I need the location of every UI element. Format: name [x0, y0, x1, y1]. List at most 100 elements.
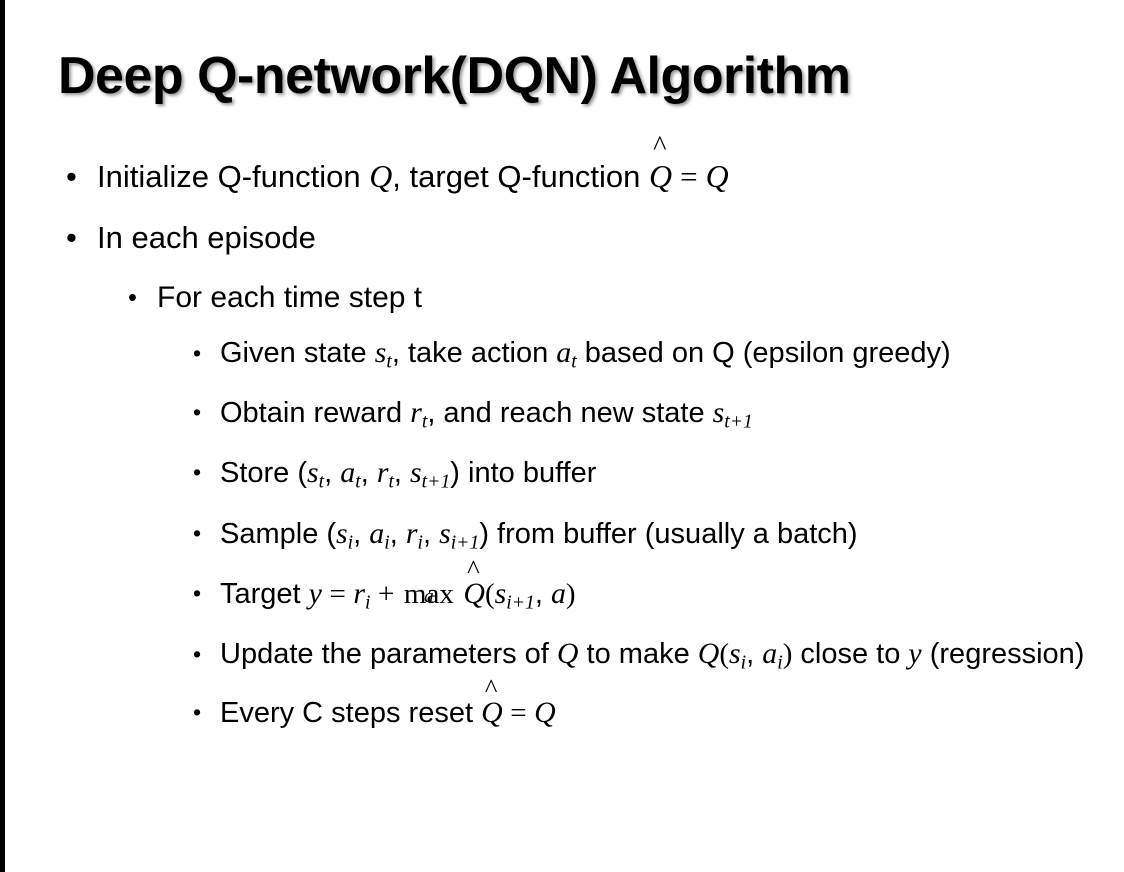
- math-var-a: a: [556, 336, 572, 369]
- math-sub-t: t: [421, 410, 428, 433]
- slide-body: • Initialize Q-function Q, target Q-func…: [0, 133, 1124, 739]
- bullet-dot-icon: •: [128, 284, 137, 312]
- math-sub-t: t: [386, 350, 392, 373]
- bullet-update-parameters: • Update the parameters of Q to make Q(s…: [0, 629, 1124, 688]
- bullet-for-each-time-step: • For each time step t: [0, 268, 1124, 328]
- math-sub-t2: t: [571, 350, 577, 373]
- bullet-dot-icon: •: [193, 519, 202, 546]
- math-var-y: y: [308, 577, 322, 611]
- math-equals: =: [680, 159, 698, 194]
- math-var-r: r: [410, 395, 422, 429]
- bullet-initialize-text: Initialize Q-function Q, target Q-functi…: [97, 133, 729, 194]
- math-var-q2: Q: [705, 159, 729, 194]
- bullet-dot-icon: •: [193, 640, 202, 667]
- math-sub-t2: t: [355, 470, 361, 493]
- math-sub-i1: i: [347, 531, 354, 554]
- math-sub-t-plus-1: t+1: [724, 410, 753, 433]
- math-equals: =: [329, 578, 346, 611]
- math-var-a: a: [369, 516, 385, 550]
- bullet-dot-icon: •: [193, 699, 202, 726]
- bullet-dot-icon: •: [193, 459, 202, 486]
- store-comma1: ,: [324, 457, 341, 490]
- given-state-pre: Given state: [220, 337, 375, 369]
- math-var-a: a: [340, 456, 356, 490]
- bullet-in-each-episode: • In each episode: [0, 207, 1124, 268]
- math-var-s2: s: [439, 516, 451, 550]
- target-pre: Target: [220, 578, 309, 611]
- math-sub-i-plus-1: i+1: [506, 591, 535, 614]
- math-paren-open: (: [484, 578, 495, 611]
- math-max-label: max: [403, 578, 454, 611]
- initialize-mid: , target Q-function: [392, 159, 650, 194]
- math-var-s: s: [374, 336, 387, 369]
- math-var-q-hat: ^Q: [463, 556, 485, 620]
- math-sub-t-plus-1: t+1: [421, 470, 451, 493]
- math-plus: +: [378, 578, 395, 611]
- math-var-s: s: [729, 636, 741, 670]
- hat-accent-icon: ^: [484, 673, 498, 704]
- math-max-subscript-a: a: [424, 585, 434, 607]
- bullet-obtain-reward-text: Obtain reward rt, and reach new state st…: [220, 395, 753, 433]
- store-comma3: ,: [393, 457, 411, 490]
- bullet-dot-icon: •: [193, 398, 202, 425]
- sample-pre: Sample (: [220, 517, 337, 550]
- store-comma2: ,: [360, 457, 377, 490]
- bullet-every-c-steps-reset: • Every C steps reset ^Q=Q: [0, 675, 1124, 739]
- math-sub-i2: i: [384, 531, 390, 554]
- bullet-for-each-time-step-text: For each time step t: [157, 281, 423, 314]
- math-var-a: a: [762, 636, 778, 670]
- bullet-every-c-steps-text: Every C steps reset ^Q=Q: [220, 675, 556, 730]
- math-paren-close: ): [565, 578, 576, 611]
- bullet-given-state: • Given state st, take action at based o…: [0, 328, 1124, 387]
- store-pre: Store (: [220, 457, 308, 490]
- given-state-mid1: , take action: [391, 337, 557, 369]
- obtain-reward-pre: Obtain reward: [220, 396, 411, 429]
- math-var-q: Q: [369, 159, 393, 194]
- math-paren-close: ): [782, 637, 793, 670]
- bullet-dot-icon: •: [193, 340, 202, 366]
- math-var-a: a: [550, 577, 566, 611]
- math-var-s1: s: [336, 516, 348, 550]
- sample-comma3: ,: [422, 517, 440, 550]
- math-var-q: Q: [534, 696, 556, 730]
- sample-post: ) from buffer (usually a batch): [479, 517, 858, 550]
- math-var-s: s: [712, 395, 725, 429]
- update-post: (regression): [921, 637, 1085, 670]
- sample-comma2: ,: [389, 517, 406, 550]
- obtain-reward-mid: , and reach new state: [427, 396, 713, 429]
- sample-comma1: ,: [353, 517, 370, 550]
- hat-accent-icon: ^: [467, 554, 480, 585]
- target-comma: ,: [534, 578, 551, 611]
- bullet-sample-text: Sample (si, ai, ri, si+1) from buffer (u…: [220, 516, 858, 554]
- bullet-dot-icon: •: [66, 220, 77, 255]
- update-comma: ,: [746, 637, 763, 670]
- math-sub-i3: i: [417, 531, 423, 554]
- update-pre: Update the parameters of: [220, 637, 557, 670]
- math-var-q-hat: ^Q: [649, 133, 672, 207]
- initialize-pre: Initialize Q-function: [97, 159, 370, 194]
- math-var-s1: s: [307, 456, 319, 490]
- every-c-steps-pre: Every C steps reset: [220, 697, 482, 730]
- bullet-given-state-text: Given state st, take action at based on …: [220, 336, 951, 373]
- update-mid1: to make: [578, 637, 698, 670]
- math-var-qhat-base: Q: [463, 577, 485, 611]
- math-var-r: r: [353, 577, 365, 611]
- bullet-in-each-episode-text: In each episode: [97, 220, 316, 255]
- math-var-s: s: [494, 577, 507, 611]
- math-sub-t3: t: [388, 470, 394, 493]
- math-sub-i2: i: [777, 651, 783, 674]
- math-var-qhat-base: Q: [481, 696, 503, 730]
- slide-left-edge-band: [0, 0, 5, 872]
- math-sub-t1: t: [318, 470, 325, 493]
- hat-accent-icon: ^: [653, 131, 667, 163]
- bullet-store-transition: • Store (st, at, rt, st+1) into buffer: [0, 447, 1124, 508]
- update-mid2: close to: [792, 637, 909, 670]
- math-var-q: Q: [556, 636, 579, 670]
- math-sub-i: i: [364, 591, 371, 614]
- math-var-s2: s: [410, 456, 422, 490]
- bullet-dot-icon: •: [193, 580, 202, 607]
